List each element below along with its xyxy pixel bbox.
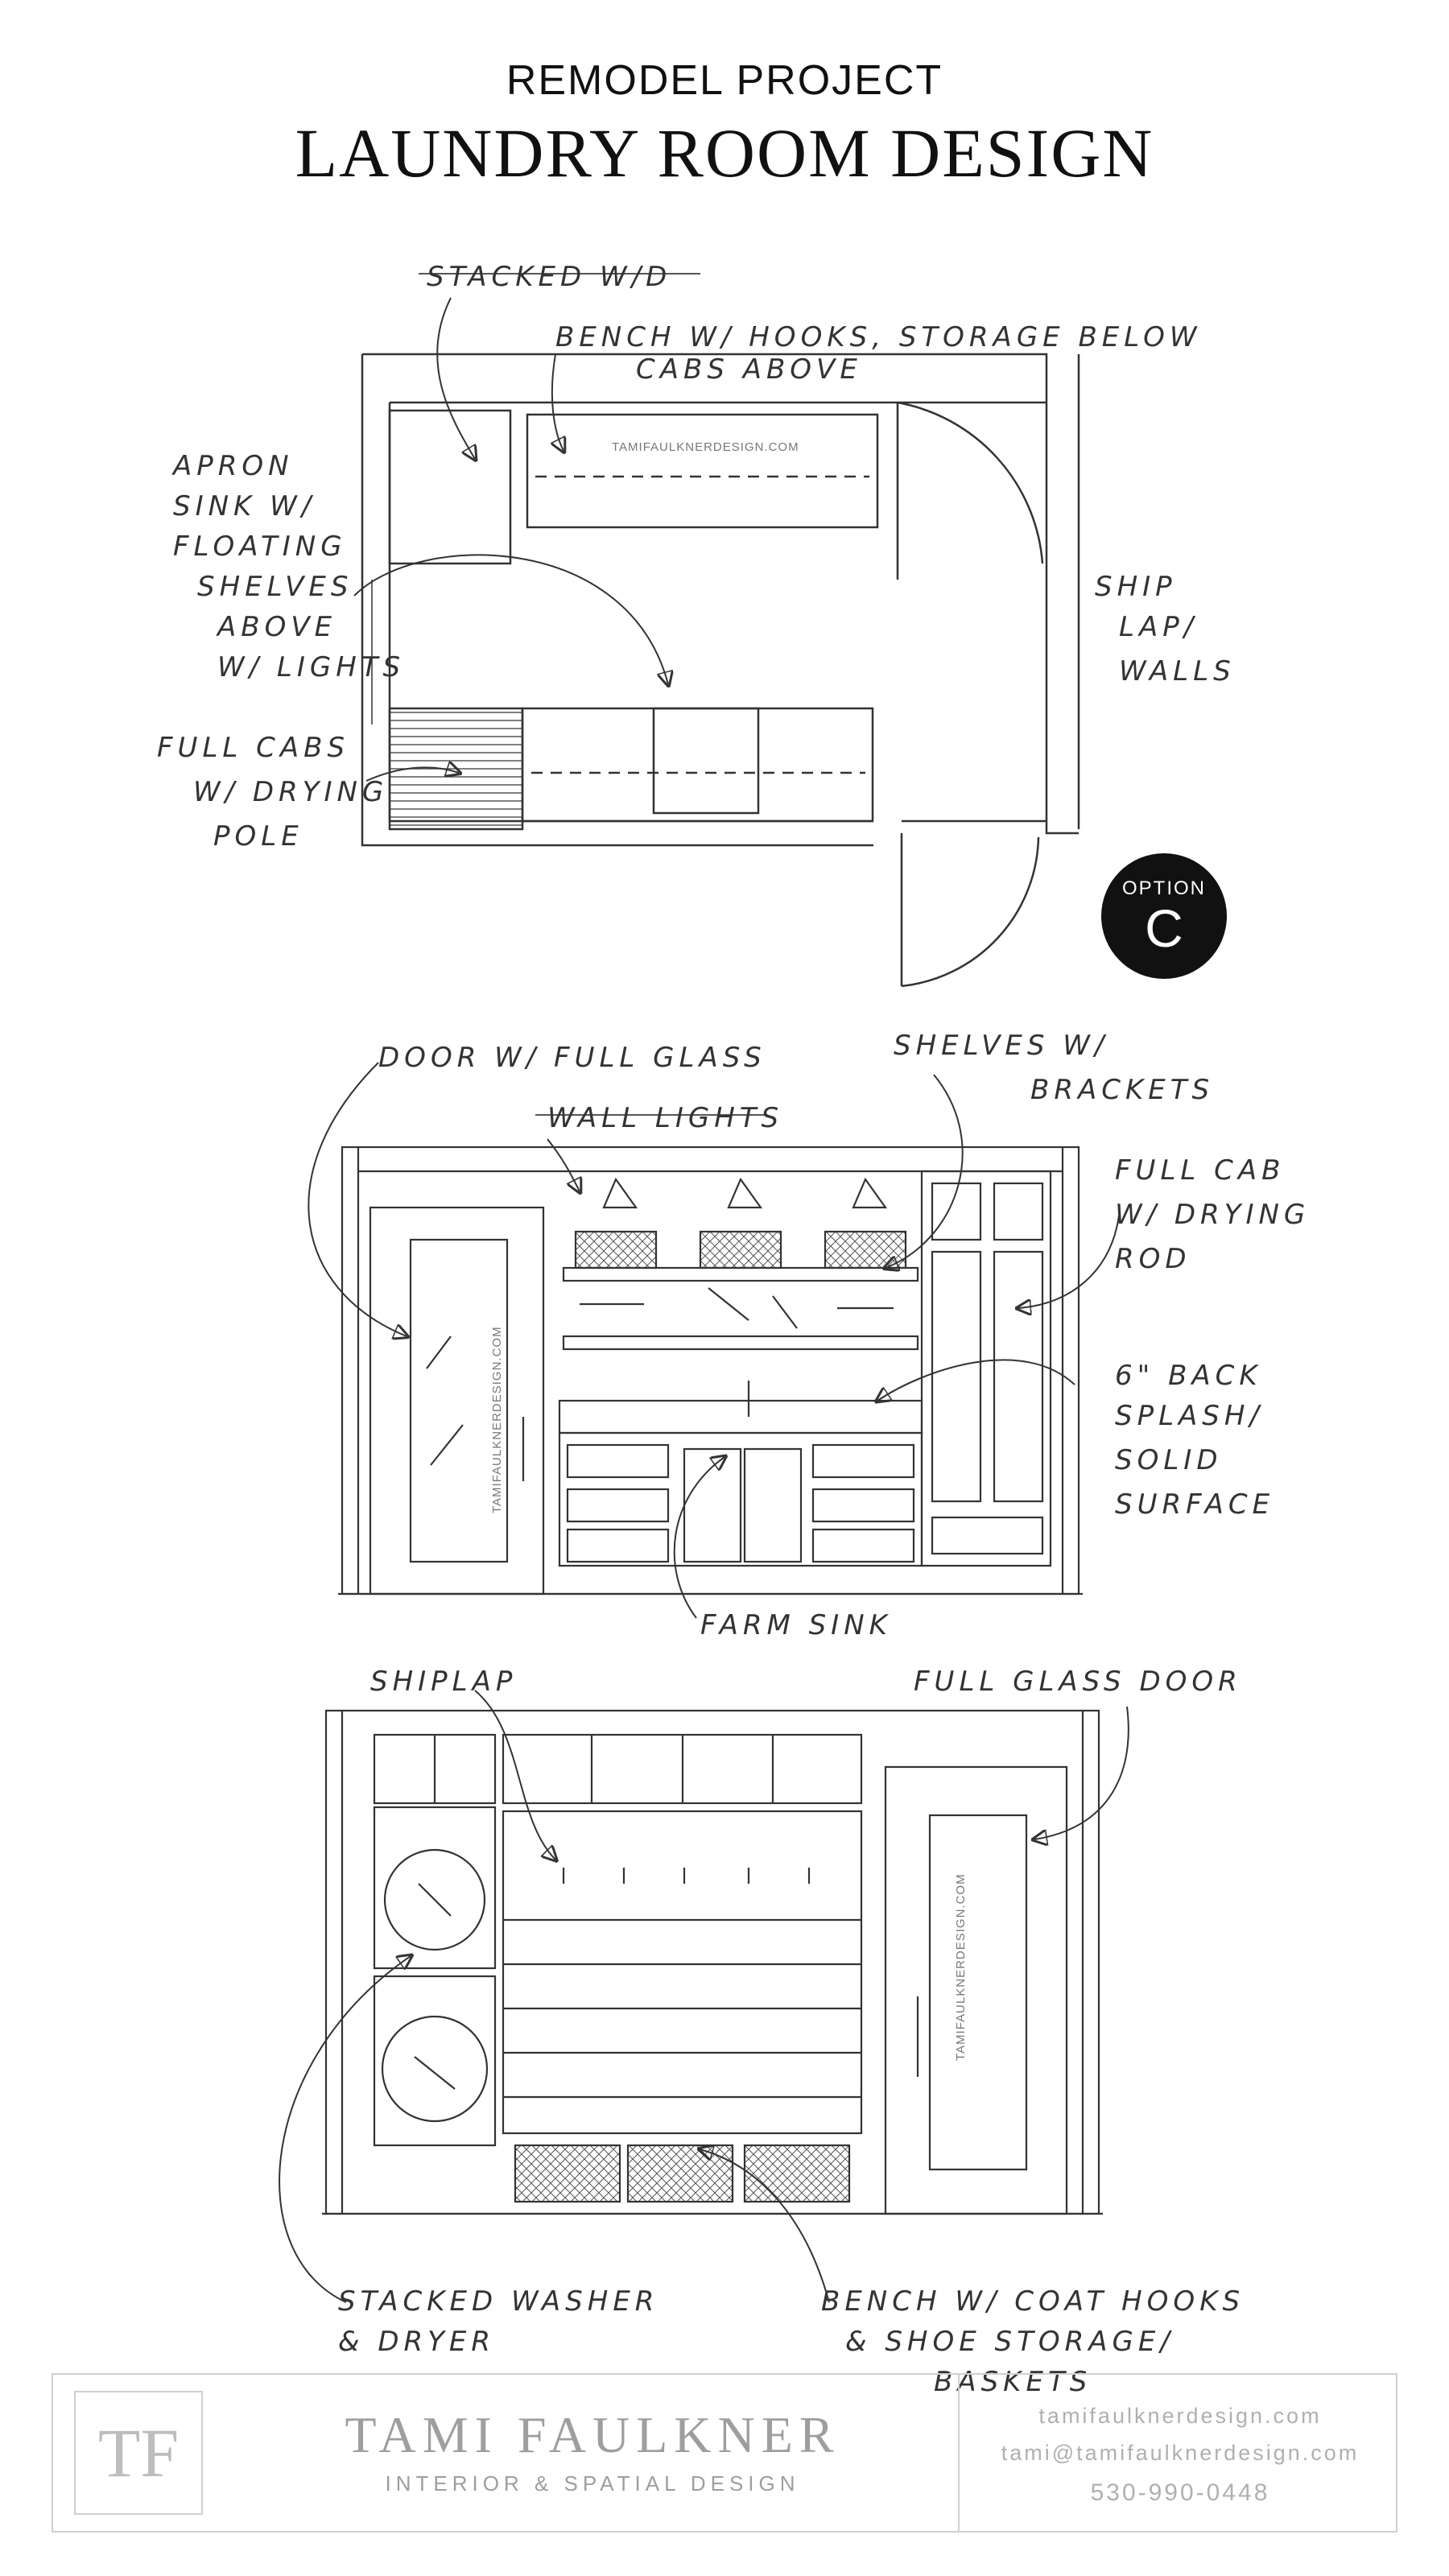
baskets-top <box>574 1230 907 1269</box>
note-brackets: BRACKETS <box>1030 1074 1214 1106</box>
shoe-baskets <box>514 2144 851 2203</box>
elev1-leaders <box>308 1062 1120 1619</box>
design-sketch: STACKED W/D BENCH W/ HOOKS, STORAGE BELO… <box>157 261 1310 2398</box>
bench-cabinet <box>526 413 879 529</box>
door-swing-top <box>896 401 1044 580</box>
page-title: LAUNDRY ROOM DESIGN <box>295 114 1154 192</box>
counter-backsplash <box>558 1381 923 1435</box>
footer: TF TAMI FAULKNER INTERIOR & SPATIAL DESI… <box>52 2373 1397 2533</box>
note-apron-1: APRON <box>171 450 294 482</box>
email-link[interactable]: tami@tamifaulknerdesign.com <box>1001 2441 1360 2465</box>
sink-counter <box>521 707 874 823</box>
project-subtitle: REMODEL PROJECT <box>506 57 943 104</box>
wall-lights <box>602 1177 888 1209</box>
note-splash: SPLASH/ <box>1115 1400 1264 1432</box>
note-bench-hooks: BENCH W/ HOOKS, STORAGE BELOW <box>555 321 1202 353</box>
note-walls: WALLS <box>1119 655 1236 687</box>
note-cabs-above: CABS ABOVE <box>636 353 862 386</box>
elev2-leaders <box>279 1690 1129 2303</box>
note-apron-4: SHELVES <box>197 571 353 603</box>
note-shoe-storage: & SHOE STORAGE/ <box>845 2326 1174 2358</box>
note-wall-lights: WALL LIGHTS <box>547 1102 783 1134</box>
elev2-watermark: TAMIFAULKNERDESIGN.COM <box>954 1873 968 2061</box>
note-ship: SHIP <box>1095 571 1177 603</box>
plan-leaders <box>353 297 668 782</box>
note-shelves: SHELVES W/ <box>894 1030 1108 1062</box>
note-full-cabs: FULL CABS <box>157 732 349 764</box>
note-apron-2: SINK W/ <box>173 490 316 522</box>
note-surface: SURFACE <box>1115 1488 1274 1521</box>
note-lap: LAP/ <box>1119 611 1198 643</box>
door-swing-bottom <box>900 833 1040 988</box>
stacked-washer-dryer <box>373 1806 497 2147</box>
note-apron-5: ABOVE <box>216 611 336 643</box>
floating-shelves <box>562 1266 919 1351</box>
website-link[interactable]: tamifaulknerdesign.com <box>1038 2404 1322 2428</box>
phone-number[interactable]: 530-990-0448 <box>1090 2479 1270 2506</box>
floor-plan <box>353 297 1080 988</box>
note-fullcab-drying: W/ DRYING <box>1115 1199 1310 1231</box>
glass-door-left <box>369 1206 545 1596</box>
note-apron-6: W/ LIGHTS <box>217 651 405 683</box>
plan-watermark: TAMIFAULKNERDESIGN.COM <box>612 440 799 454</box>
note-apron-3: FLOATING <box>173 530 347 563</box>
option-label: OPTION <box>1121 877 1206 899</box>
washer-dryer-box <box>388 409 512 565</box>
note-full-glass-door: FULL GLASS DOOR <box>914 1666 1242 1698</box>
note-farm-sink: FARM SINK <box>700 1609 892 1641</box>
note-door-glass: DOOR W/ FULL GLASS <box>378 1042 766 1074</box>
note-solid: SOLID <box>1115 1444 1223 1476</box>
elevation-bench-wall <box>279 1690 1129 2303</box>
note-pole: POLE <box>213 820 303 852</box>
brand-name: TAMI FAULKNER <box>345 2406 840 2463</box>
tall-cabinet <box>920 1170 1052 1567</box>
note-fullcab-rod: ROD <box>1115 1243 1191 1275</box>
note-drying: W/ DRYING <box>193 776 388 808</box>
base-cabinets <box>558 1431 923 1567</box>
tf-monogram-logo: TF <box>74 2391 203 2515</box>
elev1-watermark: TAMIFAULKNERDESIGN.COM <box>490 1326 504 1513</box>
upper-cabinets <box>373 1733 863 1805</box>
note-fullcab: FULL CAB <box>1115 1154 1285 1187</box>
glass-door-right <box>884 1765 1068 2215</box>
option-letter: C <box>1145 898 1183 958</box>
note-shiplap: SHIPLAP <box>370 1666 517 1698</box>
brand-tagline: INTERIOR & SPATIAL DESIGN <box>385 2471 800 2496</box>
note-bench-coat-hooks: BENCH W/ COAT HOOKS <box>821 2285 1245 2318</box>
note-stacked-wd: STACKED W/D <box>427 261 671 293</box>
note-stacked-washer: STACKED WASHER <box>338 2285 658 2318</box>
note-backsplash: 6" BACK <box>1115 1360 1262 1392</box>
note-and-dryer: & DRYER <box>338 2326 495 2358</box>
shiplap-bench <box>502 1810 863 2135</box>
elevation-sink-wall <box>308 1062 1120 1619</box>
option-badge: OPTION C <box>1101 853 1227 979</box>
footer-divider <box>958 2375 960 2531</box>
